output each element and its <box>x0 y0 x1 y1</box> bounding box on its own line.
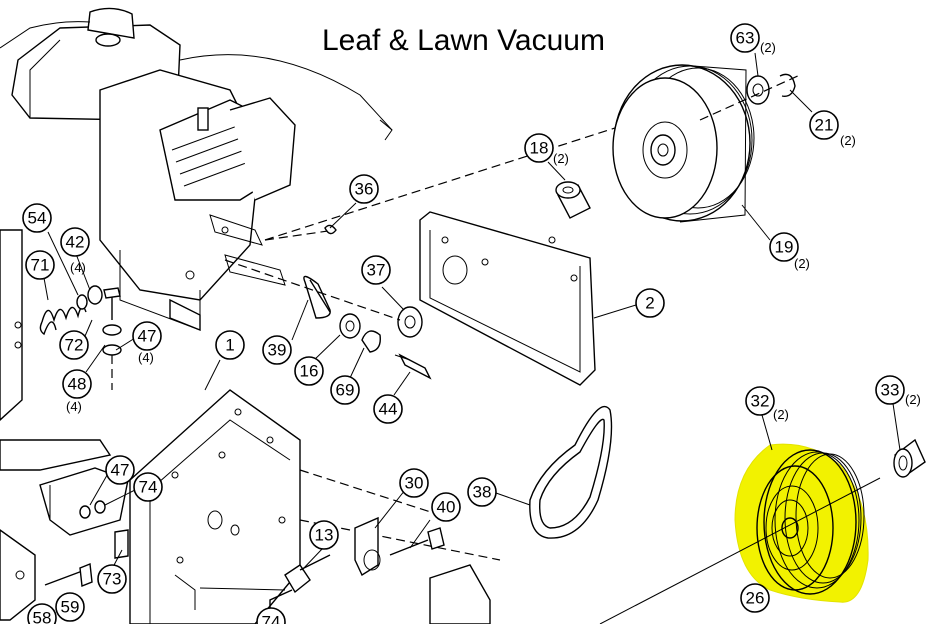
bearing <box>893 438 926 478</box>
bolt-set <box>76 285 122 390</box>
callout-qty: (2) <box>773 407 789 422</box>
diagram-title: Leaf & Lawn Vacuum <box>322 24 605 57</box>
callout-number: 36 <box>355 180 374 199</box>
callout-number: 59 <box>61 598 80 617</box>
engine <box>0 7 393 332</box>
bushing <box>555 181 591 219</box>
callout-30[interactable]: 30 <box>399 468 429 498</box>
main-chassis <box>39 389 501 624</box>
callout-number: 38 <box>473 483 492 502</box>
callout-42[interactable]: 42 (4) <box>60 227 90 275</box>
callout-qty: (2) <box>794 256 810 271</box>
callout-21[interactable]: 21 (2) <box>809 110 856 148</box>
callout-47-bottom[interactable]: 47 <box>105 455 135 485</box>
highlighted-wheel <box>599 443 881 624</box>
callout-54[interactable]: 54 <box>22 203 52 233</box>
callout-qty: (4) <box>70 260 86 275</box>
callout-number: 16 <box>300 362 319 381</box>
callout-number: 42 <box>66 233 85 252</box>
callout-number: 2 <box>645 294 654 313</box>
callout-38[interactable]: 38 <box>467 477 497 507</box>
left-side-panel <box>0 229 112 621</box>
callout-33[interactable]: 33 (2) <box>875 375 921 407</box>
callout-number: 33 <box>881 381 900 400</box>
callout-1[interactable]: 1 <box>215 330 245 360</box>
small-hardware <box>44 500 129 587</box>
callout-58[interactable]: 58 <box>27 603 57 624</box>
callout-19[interactable]: 19 (2) <box>769 232 810 271</box>
callout-73[interactable]: 73 <box>97 564 127 594</box>
callout-qty: (4) <box>138 350 154 365</box>
callout-number: 69 <box>336 381 355 400</box>
callout-number: 13 <box>315 526 334 545</box>
callout-number: 32 <box>751 392 770 411</box>
spring <box>39 306 87 336</box>
callout-number: 74 <box>262 613 281 624</box>
callout-number: 48 <box>68 375 87 394</box>
callout-number: 26 <box>746 589 765 608</box>
callout-qty: (4) <box>66 399 82 414</box>
callout-number: 74 <box>139 478 158 497</box>
washer-and-clip <box>699 73 801 121</box>
callout-number: 30 <box>405 474 424 493</box>
callout-74-bottom[interactable]: 74 <box>256 607 286 624</box>
callout-13[interactable]: 13 <box>309 520 339 550</box>
callout-qty: (2) <box>553 151 569 166</box>
callout-qty: (2) <box>840 133 856 148</box>
tension-bracket <box>354 516 491 624</box>
callout-number: 54 <box>28 209 47 228</box>
large-pulley <box>612 64 755 223</box>
callout-number: 71 <box>31 256 50 275</box>
callout-number: 72 <box>65 336 84 355</box>
callout-number: 58 <box>33 609 52 624</box>
callout-number: 37 <box>367 261 386 280</box>
callout-44[interactable]: 44 <box>373 394 403 424</box>
callout-36[interactable]: 36 <box>349 174 379 204</box>
callout-40[interactable]: 40 <box>431 492 461 522</box>
shaft-assembly <box>224 119 641 380</box>
callout-qty: (2) <box>905 392 921 407</box>
callout-37[interactable]: 37 <box>361 255 391 285</box>
callout-number: 39 <box>268 341 287 360</box>
callout-26[interactable]: 26 <box>740 583 770 613</box>
callout-18[interactable]: 18 (2) <box>524 133 569 166</box>
callout-number: 19 <box>775 238 794 257</box>
callout-39[interactable]: 39 <box>262 335 292 365</box>
callout-71[interactable]: 71 <box>25 250 55 280</box>
callout-16[interactable]: 16 <box>294 356 324 386</box>
callout-63[interactable]: 63 (2) <box>730 23 776 55</box>
callout-number: 40 <box>437 498 456 517</box>
callout-number: 18 <box>530 139 549 158</box>
callout-74[interactable]: 74 <box>133 472 163 502</box>
callout-number: 44 <box>379 400 398 419</box>
callout-32[interactable]: 32 (2) <box>745 386 789 422</box>
callout-number: 1 <box>225 336 234 355</box>
callout-number: 47 <box>111 461 130 480</box>
callout-number: 47 <box>138 327 157 346</box>
callout-47-top[interactable]: 47 (4) <box>132 321 162 365</box>
callout-number: 21 <box>815 116 834 135</box>
callout-number: 63 <box>736 29 755 48</box>
callout-72[interactable]: 72 <box>59 330 89 360</box>
callout-2[interactable]: 2 <box>635 288 665 318</box>
drive-belt <box>529 405 613 539</box>
mounting-plate <box>419 211 596 386</box>
callout-69[interactable]: 69 <box>330 375 360 405</box>
callout-48[interactable]: 48 (4) <box>62 369 92 414</box>
callout-qty: (2) <box>760 40 776 55</box>
callout-59[interactable]: 59 <box>55 592 85 622</box>
callout-number: 73 <box>103 570 122 589</box>
